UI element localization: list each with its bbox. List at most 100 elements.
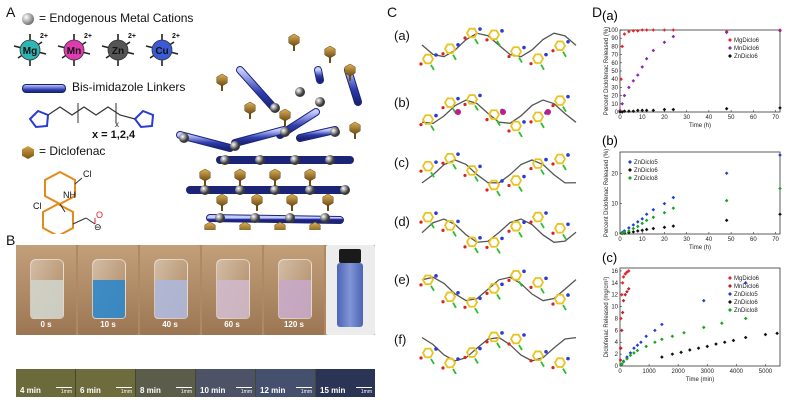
- data-point: [619, 328, 624, 333]
- oxygen-atom: [463, 173, 467, 178]
- panel-a-letter: A: [6, 4, 16, 20]
- scale-bar: [296, 387, 312, 388]
- aromatic-ring: [553, 153, 567, 165]
- data-point: [662, 107, 667, 112]
- oxygen-atom: [529, 285, 533, 289]
- scale-label: 1mm: [240, 389, 252, 395]
- legend-marker: [728, 276, 732, 280]
- metal-ball: [330, 127, 340, 137]
- chlorine-bond: [540, 169, 545, 176]
- oxygen-atom: [507, 278, 511, 282]
- data-point: [670, 334, 675, 339]
- nitrogen-atom: [522, 174, 526, 179]
- data-point: [724, 218, 729, 223]
- metal-ball: [270, 103, 280, 113]
- diclofenac-hex: [199, 168, 211, 182]
- x-tick-label: 0: [618, 237, 622, 243]
- micrograph-time-label: 15 min: [320, 386, 346, 395]
- oxygen-atom: [419, 220, 423, 224]
- micrograph-time-label: 4 min: [20, 386, 41, 395]
- y-tick-label: 100: [608, 28, 619, 34]
- aromatic-ring: [443, 357, 457, 369]
- aromatic-ring: [465, 27, 479, 39]
- oxygen-atom: [529, 359, 533, 363]
- linker-subscript-x: x: [115, 120, 119, 129]
- oxygen-atom: [419, 283, 423, 287]
- legend-bis-imidazole-linkers: Bis-imidazole Linkers: [72, 80, 186, 94]
- nitrogen-atom: [456, 42, 460, 47]
- oxygen-atom: [419, 62, 423, 66]
- plot-letter: (c): [602, 250, 617, 265]
- molecule-charge: ⊖: [94, 222, 102, 232]
- metal-ball: [235, 185, 245, 195]
- aromatic-ring: [465, 297, 479, 308]
- legend-marker: [728, 38, 732, 42]
- legend-label: MnDiclo6: [734, 284, 760, 290]
- oxygen-atom: [419, 169, 423, 173]
- data-point: [778, 106, 782, 110]
- y-tick-label: 10: [611, 202, 618, 208]
- data-point: [635, 29, 640, 33]
- nitrogen-atom: [500, 236, 504, 241]
- chlorine-bond: [540, 361, 545, 368]
- y-tick-label: 16: [611, 269, 618, 275]
- data-point: [644, 212, 649, 217]
- data-point: [640, 228, 645, 233]
- chlorine-bond: [452, 230, 457, 237]
- cation-mg-icon: Mg2+: [13, 33, 48, 66]
- legend-marker: [628, 176, 632, 180]
- vial-liquid: [217, 280, 249, 318]
- metal-cation-ball-icon: [22, 13, 34, 25]
- chlorine-bond: [496, 40, 501, 47]
- legend-marker: [728, 292, 732, 296]
- metal-ball: [325, 155, 335, 165]
- nitrogen-atom: [544, 157, 548, 162]
- data-point: [620, 310, 625, 315]
- diclofenac-hex: [324, 45, 336, 59]
- crystal-chain-structure: [419, 331, 577, 374]
- oxygen-atom: [441, 300, 445, 304]
- nitrogen-atom: [522, 45, 526, 50]
- diclofenac-structure: [42, 170, 96, 234]
- vial-liquid: [155, 280, 187, 318]
- vial-photo: 60 s: [202, 245, 262, 335]
- metal-center: [500, 109, 506, 115]
- chlorine-bond: [474, 175, 479, 182]
- vial-photo: 40 s: [140, 245, 200, 335]
- x-tick-label: 20: [661, 115, 668, 121]
- x-axis-label: Time (h): [689, 123, 711, 129]
- x-tick-label: 0: [618, 369, 622, 375]
- crystal-chain-structure: [419, 27, 577, 70]
- y-tick-label: 0: [615, 232, 619, 238]
- cation-symbol: Mg: [23, 46, 37, 57]
- panel-d-letter: D: [592, 4, 603, 20]
- x-tick-label: 20: [661, 237, 668, 243]
- y-axis-label: Percent Diclofenac Released (%): [604, 27, 610, 115]
- plot-frame: [619, 151, 781, 235]
- legend-label: MgDiclo6: [734, 276, 760, 282]
- data-point: [639, 340, 643, 345]
- diclofenac-hex: [304, 168, 316, 182]
- aromatic-ring: [509, 221, 523, 232]
- molecule-label-cl-top: Cl: [83, 169, 92, 179]
- nitrogen-atom: [544, 211, 548, 215]
- data-point: [662, 40, 667, 45]
- y-axis-label: Diclofenac Released (mg/cm²): [604, 277, 610, 358]
- aromatic-ring: [509, 46, 523, 57]
- oxygen-atom: [441, 52, 445, 56]
- panel-c-letter: C: [387, 4, 398, 20]
- y-tick-label: 90: [611, 36, 618, 42]
- x-tick-label: 0: [618, 115, 622, 121]
- data-point: [671, 206, 676, 210]
- nitrogen-atom: [544, 349, 548, 354]
- nitrogen-atom: [522, 220, 526, 225]
- nitrogen-atom: [500, 29, 504, 33]
- data-point: [627, 109, 631, 113]
- oxygen-atom: [441, 228, 445, 232]
- y-tick-label: 70: [611, 53, 618, 59]
- data-point: [714, 342, 718, 346]
- data-point: [644, 108, 649, 113]
- oxygen-atom: [551, 231, 555, 235]
